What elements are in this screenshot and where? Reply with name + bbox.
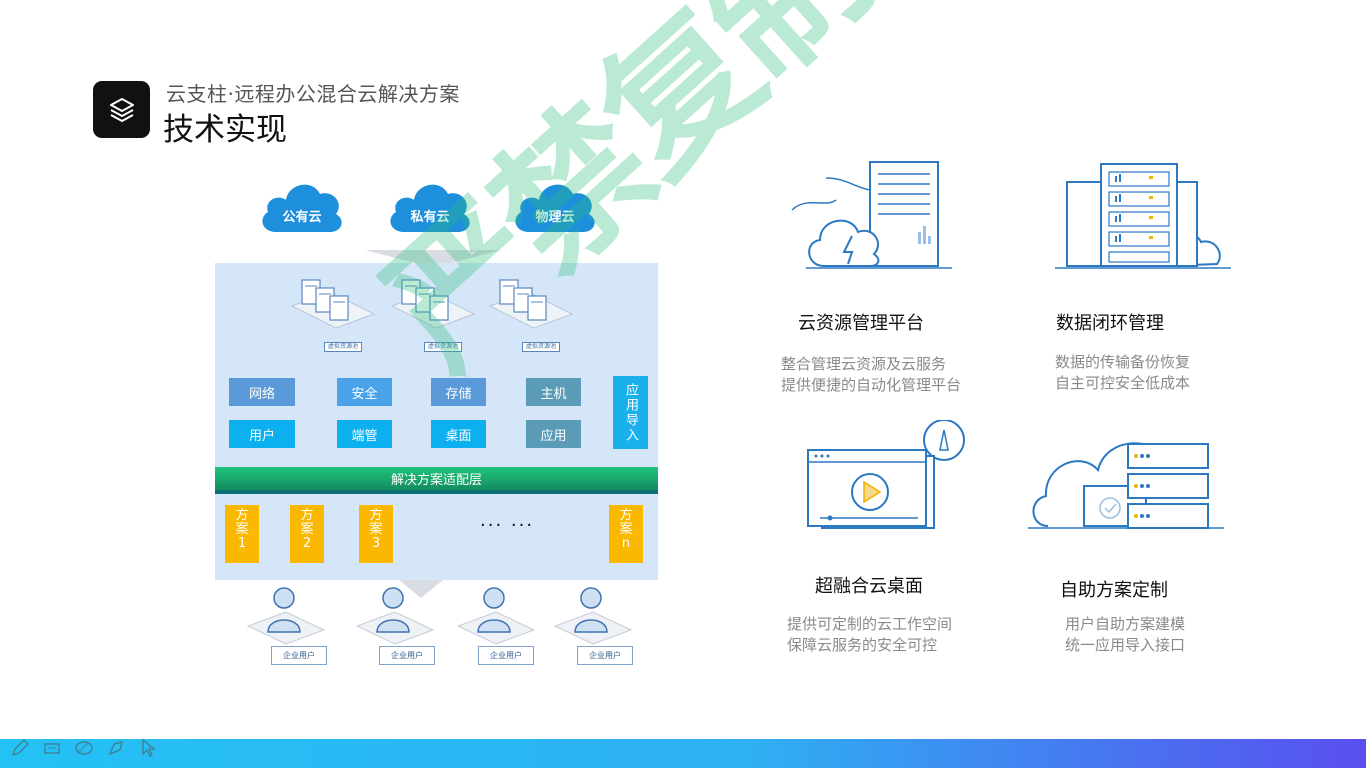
module-application: 应用 [526,420,581,448]
module-user: 用户 [229,420,295,448]
user-icon [246,587,326,645]
user-icon [355,587,435,645]
feature-title: 云资源管理平台 [798,313,924,334]
module-security: 安全 [337,378,392,406]
user-label: 企业用户 [379,646,435,665]
server-stack-icon [290,279,376,329]
eraser-icon[interactable] [74,738,94,758]
feature-title: 自助方案定制 [1060,580,1168,601]
pen-icon[interactable] [10,738,30,758]
user-figure [355,584,435,666]
module-network: 网络 [229,378,295,406]
user-label: 企业用户 [577,646,633,665]
cloud-private: 私有云 [384,172,476,234]
adapter-layer: 解决方案适配层 [215,467,658,494]
feature-description: 用户自助方案建模 统一应用导入接口 [1065,615,1186,654]
marker-icon[interactable] [106,738,126,758]
highlighter-icon[interactable] [42,738,62,758]
user-figure [456,584,536,666]
server-label: 虚拟资源池 [522,342,560,352]
module-desktop: 桌面 [431,420,486,448]
server-group: 虚拟资源池 [288,270,376,352]
user-icon [553,587,633,645]
layers-icon [109,97,134,122]
annotation-toolbar [10,738,158,758]
module-endpoint: 端管 [337,420,392,448]
feature-description: 提供可定制的云工作空间 保障云服务的安全可控 [787,615,953,654]
user-label: 企业用户 [478,646,534,665]
server-label: 虚拟资源池 [324,342,362,352]
bottom-bar [0,739,1366,768]
user-figure [246,584,326,666]
server-stack-icon [390,279,476,329]
page-subtitle: 云支柱·远程办公混合云解决方案 [166,82,460,106]
feature-title: 超融合云桌面 [815,576,923,597]
page-title: 技术实现 [163,112,287,148]
logo [93,81,150,138]
cloud-physical: 物理云 [509,172,601,234]
user-icon [456,587,536,645]
feature-description: 数据的传输备份恢复 自主可控安全低成本 [1055,353,1191,392]
cloud-label: 物理云 [535,210,575,225]
module-host: 主机 [526,378,581,406]
module-storage: 存储 [431,378,486,406]
cloud-label: 私有云 [410,210,450,225]
pointer-icon[interactable] [138,738,158,758]
cloud-public: 公有云 [256,172,348,234]
server-group: 虚拟资源池 [388,270,476,352]
arrow-down-icon [399,580,443,598]
cloud-label: 公有云 [282,210,322,225]
cloud-storage-icon [1028,426,1226,536]
cloud-server-icon [786,160,956,274]
user-label: 企业用户 [271,646,327,665]
ellipsis: ··· ··· [480,515,535,536]
module-app-import: 应用导入 [613,376,648,449]
server-label: 虚拟资源池 [424,342,462,352]
feature-title: 数据闭环管理 [1056,313,1164,334]
feature-description: 整合管理云资源及云服务 提供便捷的自动化管理平台 [781,355,962,394]
user-figure [553,584,633,666]
server-stack-icon [488,279,574,329]
server-group: 虚拟资源池 [486,270,574,352]
data-center-icon [1055,160,1233,274]
cloud-desktop-icon [806,419,970,544]
